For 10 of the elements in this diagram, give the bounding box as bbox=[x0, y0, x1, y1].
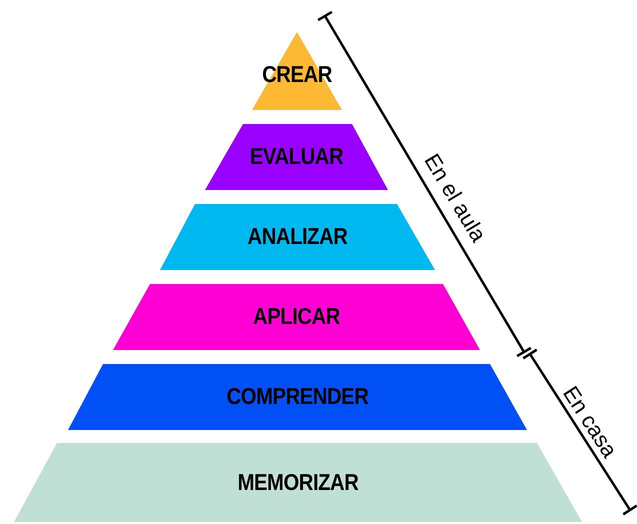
level-label: ANALIZAR bbox=[246, 223, 348, 250]
pyramid-level bbox=[160, 204, 435, 270]
pyramid-level bbox=[14, 443, 582, 522]
pyramid-level bbox=[113, 284, 480, 350]
level-label: APLICAR bbox=[252, 303, 341, 330]
level-label: COMPRENDER bbox=[226, 383, 370, 410]
level-label: EVALUAR bbox=[248, 143, 344, 170]
pyramid-level bbox=[68, 364, 527, 430]
pyramid-level bbox=[205, 124, 388, 190]
level-label: MEMORIZAR bbox=[236, 468, 360, 496]
